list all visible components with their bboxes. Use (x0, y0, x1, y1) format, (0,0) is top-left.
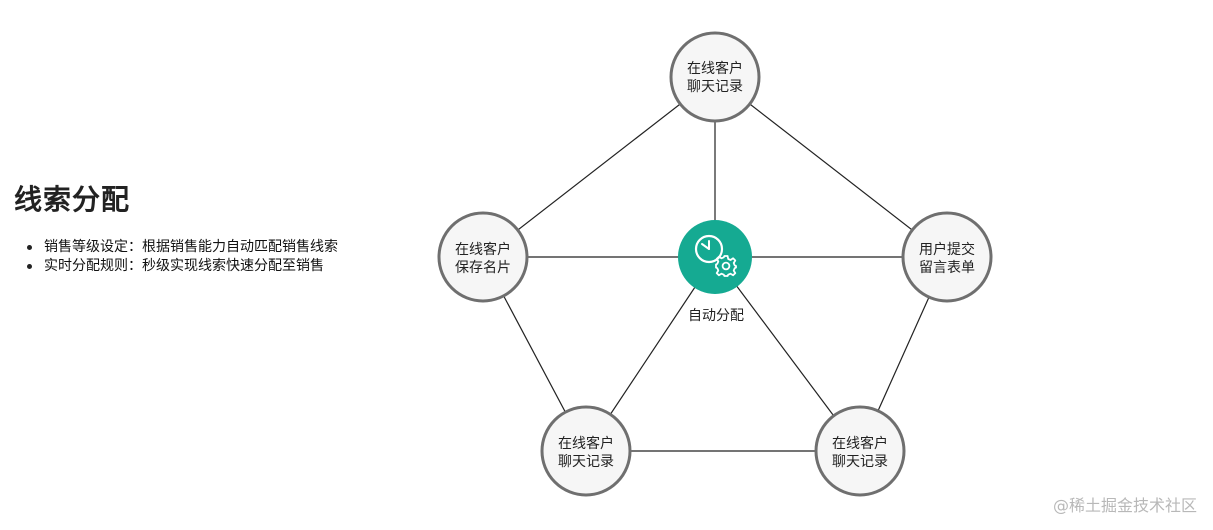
node-bottom-left-line1: 在线客户 (558, 435, 614, 452)
edge-left-top (482, 76, 716, 258)
hub-label: 自动分配 (688, 308, 744, 324)
section-title: 线索分配 (14, 183, 131, 216)
node-top-line1: 在线客户 (687, 60, 743, 77)
node-left-line1: 在线客户 (455, 241, 511, 258)
left-panel: 线索分配 销售等级设定：根据销售能力自动匹配销售线索 实时分配规则：秒级实现线索… (14, 180, 434, 276)
node-bottom-right-line2: 聊天记录 (832, 454, 888, 470)
node-bottom-left: 在线客户 聊天记录 (540, 405, 632, 497)
node-bottom-left-line2: 聊天记录 (558, 454, 614, 470)
node-bottom-right: 在线客户 聊天记录 (814, 405, 906, 497)
node-right: 用户提交 留言表单 (901, 211, 993, 303)
hub-node (678, 220, 752, 294)
feature-item-sales-level: 销售等级设定：根据销售能力自动匹配销售线索 (27, 238, 434, 257)
node-left: 在线客户 保存名片 (437, 211, 529, 303)
clock-gear-icon (694, 234, 737, 277)
edge-top-right (714, 76, 948, 258)
watermark: @稀土掘金技术社区 (1052, 496, 1197, 515)
node-left-line2: 保存名片 (455, 260, 511, 276)
node-right-line2: 留言表单 (919, 260, 975, 276)
node-bottom-right-line1: 在线客户 (832, 435, 888, 452)
feature-list: 销售等级设定：根据销售能力自动匹配销售线索 实时分配规则：秒级实现线索快速分配至… (14, 238, 434, 276)
node-top: 在线客户 聊天记录 (669, 31, 761, 123)
node-right-line1: 用户提交 (919, 241, 975, 258)
feature-item-realtime-rule: 实时分配规则：秒级实现线索快速分配至销售 (27, 257, 434, 276)
node-top-line2: 聊天记录 (687, 79, 743, 95)
